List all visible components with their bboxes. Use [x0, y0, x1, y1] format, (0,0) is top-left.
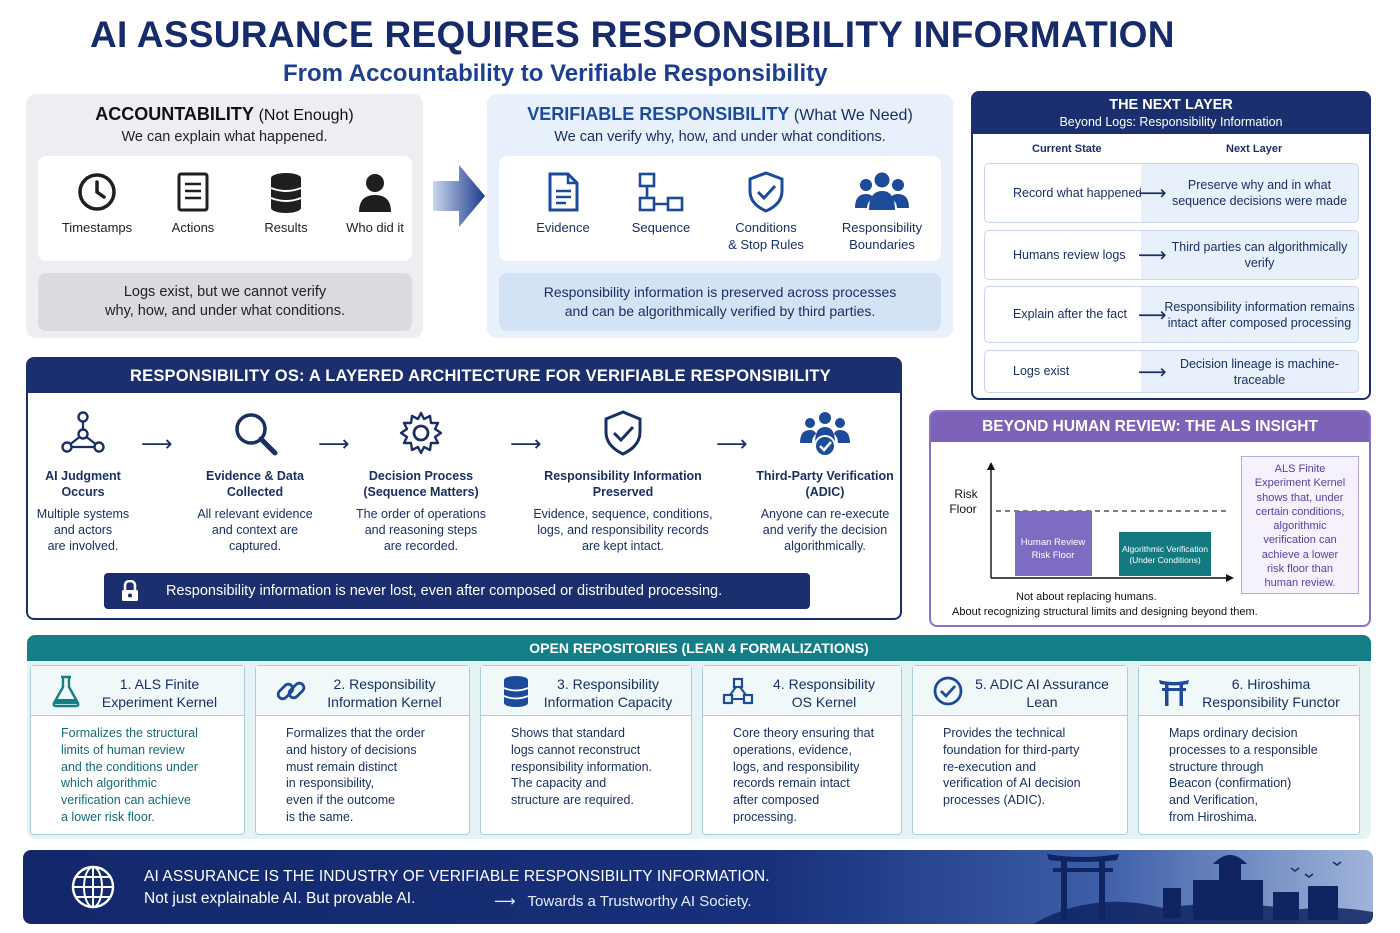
verified-group-icon [800, 412, 850, 457]
banner-tagline: Not just explainable AI. But provable AI… [144, 890, 416, 907]
accountability-panel: ACCOUNTABILITY (Not Enough) We can expla… [26, 94, 423, 338]
transition-arrow-icon [433, 165, 485, 227]
right-arrow-icon: ⟶ [510, 431, 542, 456]
os-step-third-party-verification: Third-Party Verification(ADIC) Anyone ca… [750, 409, 900, 554]
magnifier-icon [235, 413, 278, 456]
hiroshima-skyline-illustration [1033, 854, 1373, 924]
shield-check-icon [748, 171, 784, 213]
right-arrow-icon: ⟶ [1138, 244, 1167, 267]
responsibility-os-title: RESPONSIBILITY OS: A LAYERED ARCHITECTUR… [28, 359, 900, 393]
group-icon [855, 172, 909, 210]
beyond-footnote: Not about replacing humans. [1016, 591, 1157, 603]
accountability-note: Logs exist, but we cannot verify why, ho… [38, 273, 412, 331]
item-evidence: Evidence [513, 170, 613, 236]
svg-text:Risk Floor: Risk Floor [1032, 550, 1075, 561]
shield-check-icon [604, 410, 642, 456]
globe-icon [71, 865, 115, 909]
column-current-state: Current State [1032, 143, 1102, 155]
beyond-human-review-panel: BEYOND HUMAN REVIEW: THE ALS INSIGHT Ris… [929, 410, 1371, 627]
next-layer-header: THE NEXT LAYER Beyond Logs: Responsibili… [973, 93, 1369, 134]
open-repositories-title: OPEN REPOSITORIES (LEAN 4 FORMALIZATIONS… [27, 635, 1371, 661]
cubes-network-icon [722, 677, 754, 705]
accountability-items: Timestamps Actions Results Who did it [38, 156, 412, 261]
right-arrow-icon: ⟶ [1138, 304, 1167, 326]
risk-axis-label: Risk [954, 487, 978, 501]
verifiable-heading: VERIFIABLE RESPONSIBILITY (What We Need) [527, 104, 913, 124]
next-layer-panel: THE NEXT LAYER Beyond Logs: Responsibili… [971, 91, 1371, 400]
item-responsibility-boundaries: Responsibility Boundaries [832, 170, 932, 253]
responsibility-os-panel: RESPONSIBILITY OS: A LAYERED ARCHITECTUR… [26, 357, 902, 620]
banner-headline: AI ASSURANCE IS THE INDUSTRY OF VERIFIAB… [144, 868, 770, 885]
clock-icon [78, 173, 116, 211]
flask-icon [52, 675, 80, 708]
banner-goal: ⟶Towards a Trustworthy AI Society. [494, 893, 752, 910]
database-icon [503, 676, 529, 707]
svg-text:Human Review: Human Review [1021, 537, 1086, 548]
item-who-did-it: Who did it [325, 170, 425, 236]
verifiable-panel: VERIFIABLE RESPONSIBILITY (What We Need)… [487, 94, 953, 338]
verifiable-tagline: We can verify why, how, and under what c… [554, 129, 886, 145]
svg-text:Algorithmic Verification: Algorithmic Verification [1122, 544, 1208, 554]
beyond-human-review-title: BEYOND HUMAN REVIEW: THE ALS INSIGHT [931, 412, 1369, 442]
next-layer-row: Logs exist Decision lineage is machine-t… [984, 350, 1359, 393]
os-step-decision-process: Decision Process(Sequence Matters) The o… [346, 409, 496, 554]
item-results: Results [236, 170, 336, 236]
sequence-flow-icon [638, 172, 684, 212]
open-repositories-section: OPEN REPOSITORIES (LEAN 4 FORMALIZATIONS… [27, 635, 1371, 839]
evidence-document-icon [548, 172, 579, 212]
right-arrow-icon: ⟶ [716, 431, 748, 456]
lock-icon [122, 580, 138, 601]
beyond-footnote: About recognizing structural limits and … [952, 606, 1258, 618]
next-layer-row: Record what happened Preserve why and in… [984, 163, 1359, 223]
document-icon [177, 172, 209, 212]
right-arrow-icon: ⟶ [318, 431, 350, 456]
right-arrow-icon: ⟶ [141, 431, 173, 456]
next-layer-row: Explain after the fact Responsibility in… [984, 286, 1359, 343]
database-icon [270, 173, 302, 213]
page-subtitle: From Accountability to Verifiable Respon… [283, 60, 828, 87]
accountability-heading: ACCOUNTABILITY (Not Enough) [95, 104, 354, 124]
page-title: AI ASSURANCE REQUIRES RESPONSIBILITY INF… [90, 14, 1175, 55]
torii-gate-icon [1159, 680, 1189, 706]
risk-axis-label: Floor [949, 502, 976, 516]
svg-text:(Under Conditions): (Under Conditions) [1129, 555, 1201, 565]
als-insight-note: ALS Finite Experiment Kernel shows that,… [1241, 456, 1359, 594]
column-next-layer: Next Layer [1226, 143, 1283, 155]
next-layer-row: Humans review logs Third parties can alg… [984, 230, 1359, 280]
verifiable-items: Evidence Sequence Conditions & Stop Rule… [499, 156, 941, 261]
item-conditions: Conditions & Stop Rules [716, 170, 816, 253]
responsibility-os-banner: Responsibility information is never lost… [104, 573, 810, 609]
network-nodes-icon [61, 411, 105, 453]
right-arrow-icon: ⟶ [1138, 182, 1167, 205]
verifiable-note: Responsibility information is preserved … [499, 273, 941, 331]
person-icon [359, 174, 391, 212]
right-arrow-icon: ⟶ [1138, 361, 1167, 383]
item-sequence: Sequence [611, 170, 711, 236]
check-circle-icon [933, 676, 963, 706]
bottom-banner: AI ASSURANCE IS THE INDUSTRY OF VERIFIAB… [23, 850, 1373, 924]
gear-icon [399, 411, 443, 455]
item-timestamps: Timestamps [47, 170, 147, 236]
human-review-bar [1015, 511, 1092, 576]
risk-floor-chart: Risk Floor Human Review Risk Floor Algor… [949, 462, 1234, 582]
link-icon [276, 681, 306, 701]
algorithmic-verification-bar [1119, 532, 1211, 576]
right-arrow-icon: ⟶ [494, 893, 516, 910]
item-actions: Actions [143, 170, 243, 236]
accountability-tagline: We can explain what happened. [121, 129, 328, 145]
